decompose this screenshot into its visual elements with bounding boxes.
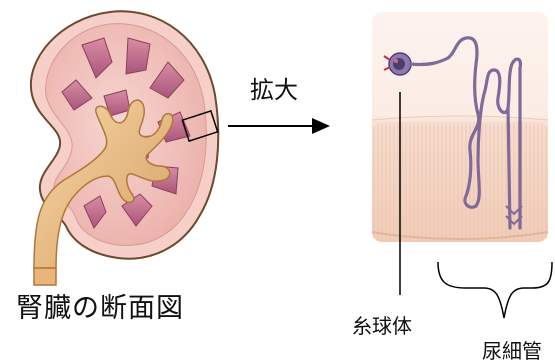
pyramid [126,38,150,74]
nephron-illustration [372,12,548,242]
renal-tubule-label: 尿細管 [482,335,542,364]
ureter [34,268,56,285]
kidney-cross-section [31,11,218,285]
kidney-section-label: 腎臓の断面図 [16,286,184,325]
arrow-right-icon [228,118,330,134]
tubule-brace [438,262,552,318]
glomerulus-label: 糸球体 [352,310,412,339]
enlarge-label: 拡大 [250,70,298,105]
